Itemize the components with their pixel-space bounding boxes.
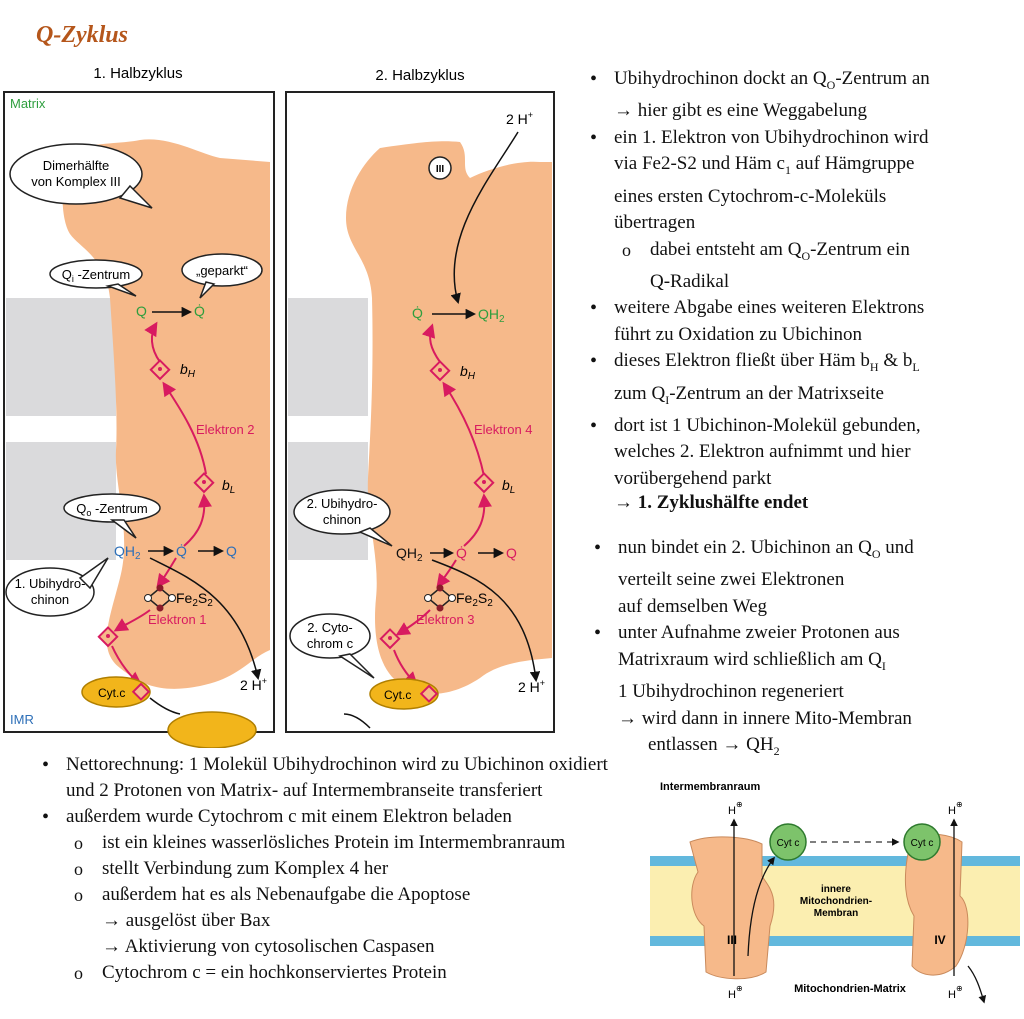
bubble-geparkt-text: „geparkt“	[196, 263, 248, 278]
cytc-label-1: Cyt.c	[98, 686, 125, 700]
q-label-1: Q	[136, 303, 147, 319]
cytc-label-2: Cyt.c	[384, 688, 411, 702]
q-cycle-figure: 1. Halbzyklus 2. Halbzyklus Matrix IMR D…	[3, 65, 555, 748]
half1-title: 1. Halbzyklus	[93, 65, 182, 82]
cytc-label-b: Cyt c	[911, 838, 934, 849]
note-2-sub: dabei entsteht am QO-Zentrum ein Q-Radik…	[614, 237, 1016, 296]
bubble-dimer	[9, 143, 143, 205]
elektron3-label: Elektron 3	[416, 612, 475, 627]
bubble-ubihydro1-line2: chinon	[31, 592, 69, 607]
note-6: nun bindet ein 2. Ubichinon an QO und ve…	[590, 535, 1020, 620]
iv-label: IV	[934, 933, 945, 947]
cytc-circle-2	[903, 823, 941, 861]
elektron4-label: Elektron 4	[474, 422, 533, 437]
note-5: dort ist 1 Ubichinon-Molekül gebunden, w…	[586, 413, 1016, 493]
elektron1-label: Elektron 1	[148, 612, 207, 627]
fes-cluster-1	[144, 584, 176, 612]
membran-label-2: Mitochondrien-	[800, 896, 872, 907]
summary-notes: Nettorechnung: 1 Molekül Ubihydrochinon …	[38, 752, 678, 986]
complex-iii-badge	[428, 156, 452, 180]
cytc-next-1	[167, 711, 257, 748]
bl-label-2: bL	[502, 477, 515, 496]
bubble-geparkt	[181, 253, 263, 287]
membrane-figure: Intermembranraum Mitochondrien-Matrix II…	[650, 776, 1020, 1016]
summary-net: Nettorechnung: 1 Molekül Ubihydrochinon …	[38, 752, 678, 804]
bubble-cytochrom	[289, 613, 371, 659]
half2-title: 2. Halbzyklus	[375, 67, 464, 84]
two-h-1: 2 H+	[240, 676, 267, 693]
note-3: weitere Abgabe eines weiteren Elektrons …	[586, 295, 1016, 348]
summary-sub-4: Cytochrom c = ein hochkonserviertes Prot…	[66, 960, 678, 986]
fes-cluster-2	[424, 584, 456, 612]
complex-iii-badge-label: III	[436, 164, 445, 175]
membran-label-1: innere	[821, 884, 851, 895]
note-7: unter Aufnahme zweier Protonen aus Matri…	[590, 620, 1020, 764]
complex-iii-shape-2	[346, 141, 552, 694]
bl-label-1: bL	[222, 477, 235, 496]
imr-label: IMR	[10, 712, 34, 727]
bubble-dimer-line2: von Komplex III	[31, 174, 121, 189]
elektron2-label: Elektron 2	[196, 422, 255, 437]
q-radical-2: Q̇	[412, 305, 423, 321]
iii-label: III	[727, 933, 737, 947]
matrix-label-2: Mitochondrien-Matrix	[794, 983, 907, 995]
q-radical-2b: Q̇	[456, 545, 467, 561]
bubble-qi-text: Qi -Zentrum	[62, 267, 130, 284]
note-2: ein 1. Elektron von Ubihydrochinon wird …	[586, 125, 1016, 296]
complex-iii-shape	[689, 836, 775, 980]
h-top-2: H⊕	[948, 800, 963, 817]
note-1: Ubihydrochinon dockt an QO-Zentrum an → …	[586, 66, 1016, 125]
bubble-cytochrom-line1: 2. Cyto-	[307, 620, 353, 635]
cytc-ellipse-2	[369, 678, 439, 710]
summary-sub-2: stellt Verbindung zum Komplex 4 her	[66, 856, 678, 882]
fes-label-2: Fe2S2	[456, 590, 493, 609]
intermembranraum-label: Intermembranraum	[660, 781, 760, 793]
q-radical-1b: Q̇	[176, 543, 187, 559]
membrane-band-top-1	[6, 298, 116, 416]
summary-cyt: außerdem wurde Cytochrom c mit einem Ele…	[38, 804, 678, 986]
bubble-ubihydro2	[293, 489, 391, 535]
summary-sub-3: außerdem hat es als Nebenaufgabe die Apo…	[66, 882, 678, 960]
summary-sub-1: ist ein kleines wasserlösliches Protein …	[66, 830, 678, 856]
q-cycle-notes-1: Ubihydrochinon dockt an QO-Zentrum an → …	[586, 66, 1016, 492]
matrix-label: Matrix	[10, 96, 46, 111]
q-label-1b: Q	[226, 543, 237, 559]
q-label-2b: Q	[506, 545, 517, 561]
note-4: dieses Elektron fließt über Häm bH & bL …	[586, 348, 1016, 413]
page-title: Q-Zyklus	[36, 22, 128, 48]
half-end-note: → 1. Zyklushälfte endet	[614, 492, 809, 513]
membrane-band-top-2	[288, 298, 368, 416]
cytc-ellipse-1	[81, 676, 151, 708]
bubble-qo	[63, 493, 161, 523]
bubble-ubihydro1	[5, 567, 95, 617]
q-radical-1: Q̇	[194, 303, 205, 319]
bubble-cytochrom-line2: chrom c	[307, 636, 354, 651]
bubble-ubihydro2-line2: chinon	[323, 512, 361, 527]
bubble-ubihydro2-line1: 2. Ubihydro-	[307, 496, 378, 511]
h-top-1: H⊕	[728, 800, 743, 817]
two-h-top: 2 H+	[506, 110, 533, 127]
cytc-label-a: Cyt c	[777, 838, 800, 849]
bh-label-1: bH	[180, 361, 196, 380]
bubble-qi	[49, 259, 143, 289]
q-cycle-notes-2: nun bindet ein 2. Ubichinon an QO und ve…	[590, 535, 1020, 764]
qh2-label-2: QH2	[478, 306, 505, 325]
membran-label-3: Membran	[814, 908, 858, 919]
h-bottom-1: H⊕	[728, 984, 743, 1001]
qh2-label-2b: QH2	[396, 545, 423, 564]
qh2-label-1: QH2	[114, 543, 141, 562]
bh-label-2: bH	[460, 363, 476, 382]
two-h-2: 2 H+	[518, 678, 545, 695]
fes-label-1: Fe2S2	[176, 590, 213, 609]
bubble-ubihydro1-line1: 1. Ubihydro-	[15, 576, 86, 591]
h-bottom-2: H⊕	[948, 984, 963, 1001]
cytc-circle-1	[769, 823, 807, 861]
bubble-dimer-line1: Dimerhälfte	[43, 158, 109, 173]
bubble-qo-text: Qo -Zentrum	[76, 501, 147, 518]
